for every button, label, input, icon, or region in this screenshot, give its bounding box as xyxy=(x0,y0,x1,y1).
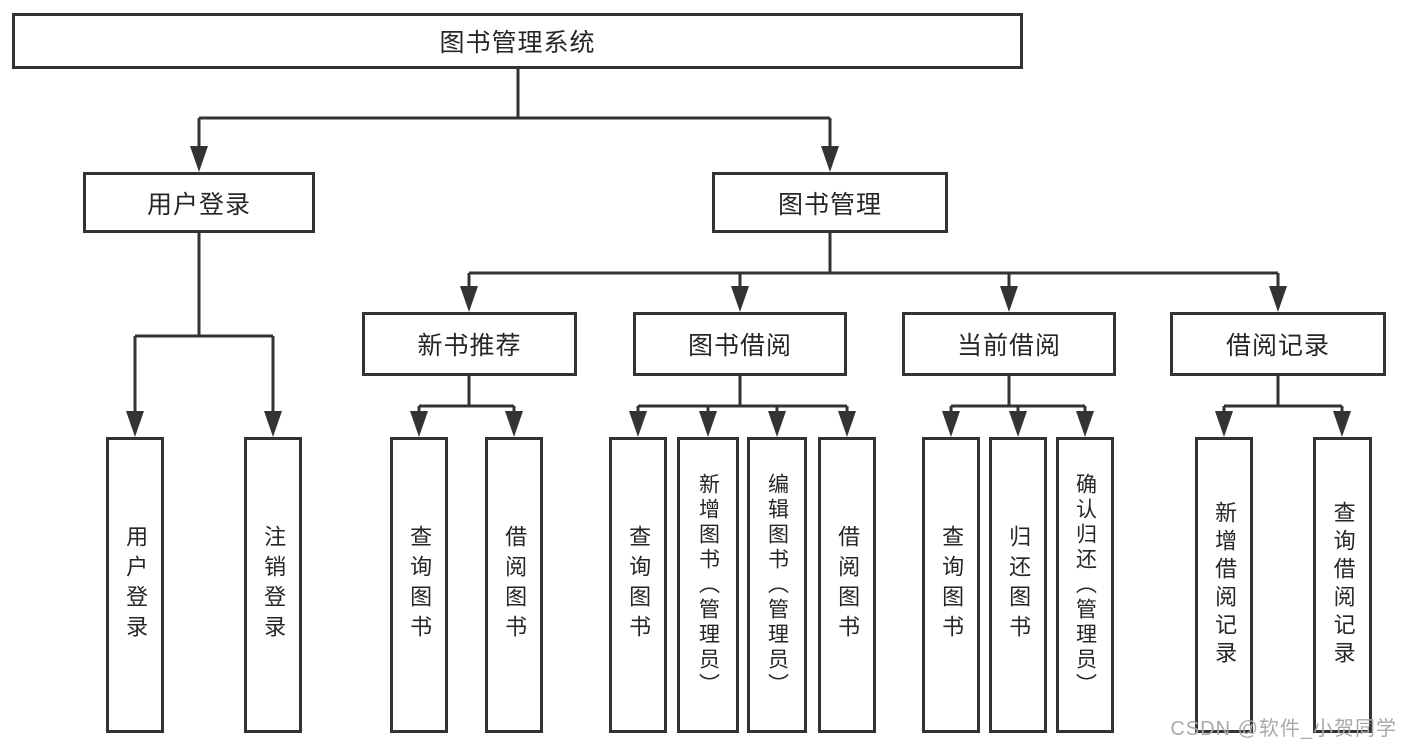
node-borrowing-records: 借阅记录 xyxy=(1170,312,1386,376)
arrowhead xyxy=(1215,411,1233,437)
arrowhead xyxy=(629,411,647,437)
node-label: 新增图书（管理员） xyxy=(696,472,720,698)
arrowhead xyxy=(768,411,786,437)
leaf-user-login: 用户登录 xyxy=(106,437,164,733)
connectors-root-to-level1 xyxy=(190,69,839,172)
node-label: 用户登录 xyxy=(123,525,149,645)
node-label: 归还图书 xyxy=(1006,525,1032,645)
leaf-br-query-record: 查询借阅记录 xyxy=(1313,437,1372,733)
node-label: 图书借阅 xyxy=(687,332,792,360)
arrowhead xyxy=(264,411,282,437)
connectors-book-management-to-level2 xyxy=(460,233,1287,312)
leaf-logout-login: 注销登录 xyxy=(244,437,302,733)
leaf-bb-query-books: 查询图书 xyxy=(609,437,667,733)
leaf-bb-borrow-books: 借阅图书 xyxy=(818,437,876,733)
node-label: 图书管理 xyxy=(777,190,882,219)
node-label: 借阅图书 xyxy=(502,525,528,645)
node-label: 注销登录 xyxy=(261,525,287,645)
node-label: 新书推荐 xyxy=(417,332,522,360)
arrowhead xyxy=(1009,411,1027,437)
arrowhead xyxy=(838,411,856,437)
connectors-borrowing-records-to-leaves xyxy=(1215,376,1351,437)
leaf-br-add-record: 新增借阅记录 xyxy=(1195,437,1253,733)
arrowhead xyxy=(410,411,428,437)
leaf-nbr-query-books: 查询图书 xyxy=(390,437,448,733)
node-book-borrowing: 图书借阅 xyxy=(633,312,847,376)
leaf-bb-edit-books-admin: 编辑图书（管理员） xyxy=(747,437,807,733)
node-library-management-system: 图书管理系统 xyxy=(12,13,1023,69)
node-label: 借阅记录 xyxy=(1225,332,1330,360)
node-label: 查询图书 xyxy=(407,525,433,645)
connectors-new-book-recommendation-to-leaves xyxy=(410,376,523,437)
node-label: 查询图书 xyxy=(626,525,652,645)
node-label: 新增借阅记录 xyxy=(1212,501,1238,669)
node-current-borrowing: 当前借阅 xyxy=(902,312,1116,376)
arrowhead xyxy=(731,286,749,312)
node-book-management: 图书管理 xyxy=(712,172,948,233)
connectors-book-borrowing-to-leaves xyxy=(629,376,856,437)
arrowhead xyxy=(190,146,208,172)
leaf-cb-confirm-return-admin: 确认归还（管理员） xyxy=(1056,437,1114,733)
node-label: 当前借阅 xyxy=(956,332,1061,360)
csdn-watermark: CSDN @软件_小贺同学 xyxy=(1170,718,1397,740)
leaf-cb-return-books: 归还图书 xyxy=(989,437,1047,733)
node-new-book-recommendation: 新书推荐 xyxy=(362,312,577,376)
arrowhead xyxy=(821,146,839,172)
node-label: 借阅图书 xyxy=(835,525,861,645)
leaf-cb-query-books: 查询图书 xyxy=(922,437,980,733)
arrowhead xyxy=(1269,286,1287,312)
arrowhead xyxy=(699,411,717,437)
arrowhead xyxy=(126,411,144,437)
node-label: 查询图书 xyxy=(939,525,965,645)
arrowhead xyxy=(460,286,478,312)
node-label: 确认归还（管理员） xyxy=(1073,472,1097,698)
leaf-nbr-borrow-books: 借阅图书 xyxy=(485,437,543,733)
arrowhead xyxy=(942,411,960,437)
arrowhead xyxy=(505,411,523,437)
arrowhead xyxy=(1000,286,1018,312)
node-label: 查询借阅记录 xyxy=(1330,501,1356,669)
leaf-bb-add-books-admin: 新增图书（管理员） xyxy=(677,437,739,733)
node-user-login: 用户登录 xyxy=(83,172,315,233)
connectors-user-login-to-leaves xyxy=(126,233,282,437)
node-label: 图书管理系统 xyxy=(439,29,596,57)
node-label: 编辑图书（管理员） xyxy=(765,472,789,698)
node-label: 用户登录 xyxy=(146,190,251,219)
arrowhead xyxy=(1076,411,1094,437)
arrowhead xyxy=(1333,411,1351,437)
connectors-current-borrowing-to-leaves xyxy=(942,376,1094,437)
